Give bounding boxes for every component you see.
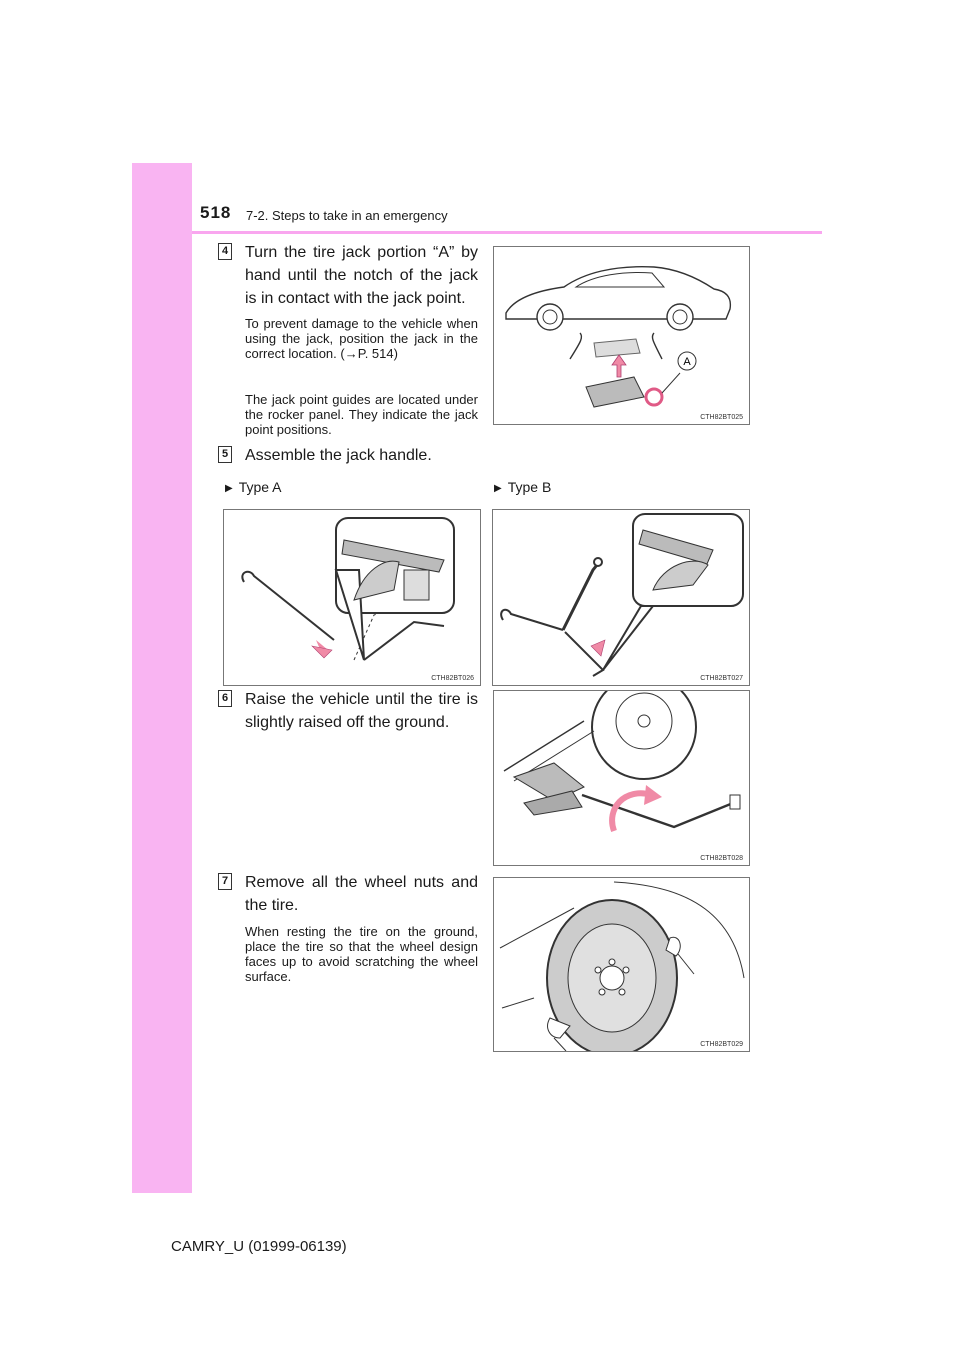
type-a-label: ▶Type A bbox=[225, 479, 282, 495]
figure-code: CTH82BT025 bbox=[700, 414, 743, 421]
figure-code: CTH82BT026 bbox=[431, 675, 474, 682]
step-7-note-1: When resting the tire on the ground, pla… bbox=[245, 924, 478, 984]
step-5-title: Assemble the jack handle. bbox=[245, 447, 432, 464]
step-6-number: 6 bbox=[218, 690, 232, 707]
page-footer: CAMRY_U (01999-06139) bbox=[171, 1238, 347, 1255]
figure-type-a: CTH82BT026 bbox=[223, 509, 481, 686]
step-6-title: Raise the vehicle until the tire is slig… bbox=[245, 691, 478, 731]
callout-a: A bbox=[683, 356, 691, 368]
step-4-title: Turn the tire jack portion “A” by hand u… bbox=[245, 244, 478, 307]
step-5-number: 5 bbox=[218, 446, 232, 463]
figure-code: CTH82BT027 bbox=[700, 675, 743, 682]
figure-jack-point: A CTH82BT025 bbox=[493, 246, 750, 425]
figure-type-b: CTH82BT027 bbox=[492, 509, 750, 686]
section-title: 7-2. Steps to take in an emergency bbox=[246, 208, 448, 223]
side-color-band bbox=[132, 163, 192, 1193]
type-b-label: ▶Type B bbox=[494, 479, 552, 495]
step-4-note-2: The jack point guides are located under … bbox=[245, 392, 478, 437]
figure-remove-tire: CTH82BT029 bbox=[493, 877, 750, 1052]
figure-raise-vehicle: CTH82BT028 bbox=[493, 690, 750, 866]
step-4-number: 4 bbox=[218, 243, 232, 260]
step-7-number: 7 bbox=[218, 873, 232, 890]
triangle-bullet-icon: ▶ bbox=[494, 483, 502, 494]
figure-code: CTH82BT029 bbox=[700, 1041, 743, 1048]
page-number: 518 bbox=[200, 203, 232, 222]
figure-code: CTH82BT028 bbox=[700, 855, 743, 862]
step-7-title: Remove all the wheel nuts and the tire. bbox=[245, 874, 478, 914]
header-rule bbox=[192, 231, 822, 234]
triangle-bullet-icon: ▶ bbox=[225, 483, 233, 494]
step-4-note-1: To prevent damage to the vehicle when us… bbox=[245, 316, 478, 361]
